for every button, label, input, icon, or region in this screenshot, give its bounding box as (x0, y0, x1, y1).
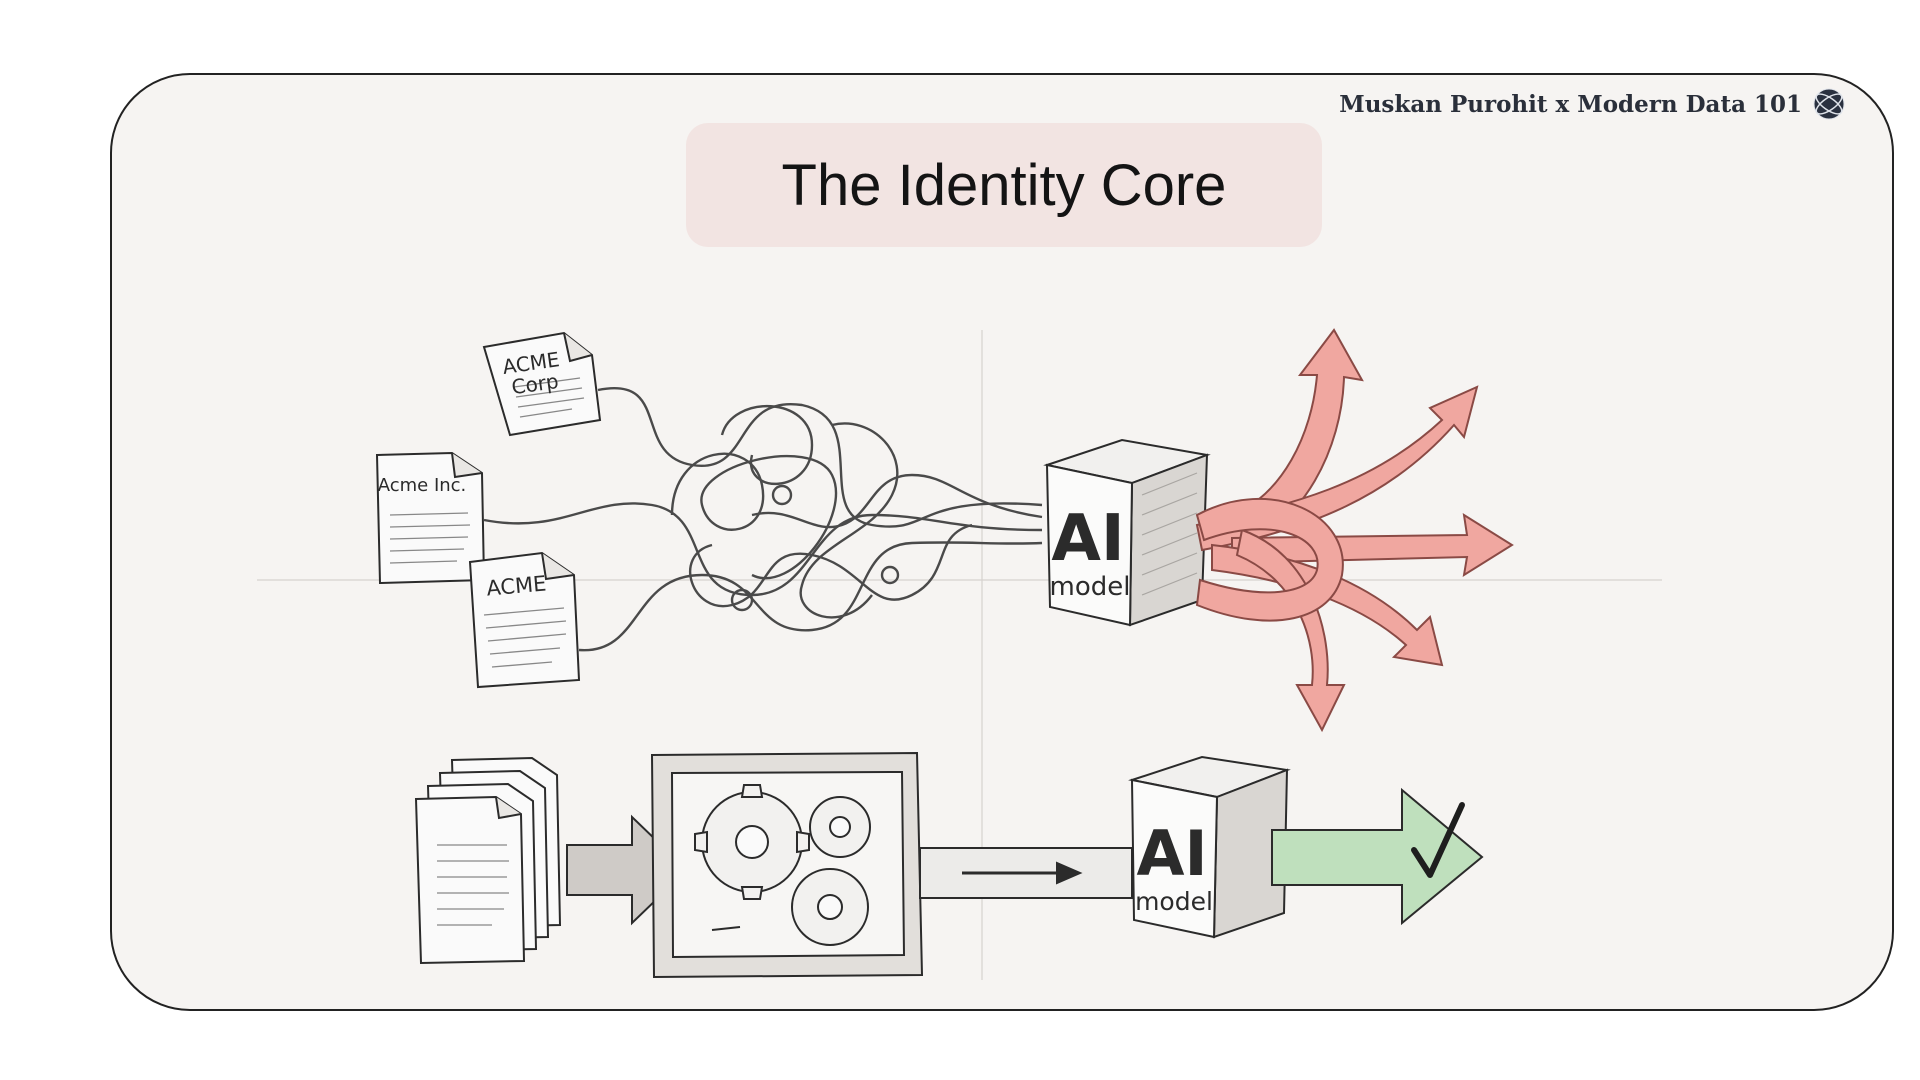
document-acme-inc-label: Acme Inc. (378, 475, 467, 496)
document-stack (414, 756, 562, 965)
red-arrow-down (1235, 528, 1346, 733)
gear-medium (791, 868, 869, 946)
branding: Muskan Purohit x Modern Data 101 (1339, 87, 1846, 121)
ai-model-top-big: AI (1051, 502, 1124, 576)
processing-gear-box (650, 751, 924, 979)
ai-model-bottom-big: AI (1136, 817, 1207, 890)
title-box: The Identity Core (686, 123, 1322, 247)
document-acme: ACME (468, 551, 581, 689)
bottom-flow: AI model (414, 751, 1484, 979)
tangled-wires (483, 387, 1043, 652)
ai-model-cube-bottom: AI model (1128, 755, 1291, 939)
identity-core-diagram: ACME Corp Acme Inc. ACME (257, 328, 1662, 980)
globe-logo-icon (1813, 88, 1845, 120)
top-flow: ACME Corp Acme Inc. ACME (375, 328, 1514, 733)
clean-pipe (919, 847, 1133, 899)
checkmark-icon (1411, 802, 1465, 878)
ai-model-cube-top: AI model (1043, 438, 1211, 627)
ai-model-top-small: model (1050, 572, 1131, 602)
document-acme-label: ACME (485, 571, 547, 600)
ai-model-bottom-small: model (1135, 887, 1213, 916)
slide-frame: Muskan Purohit x Modern Data 101 The Ide… (110, 73, 1894, 1011)
scattered-output-arrows (1195, 328, 1514, 733)
document-acme-corp: ACME Corp (482, 331, 602, 437)
page-title: The Identity Core (781, 152, 1227, 218)
red-arrow-loop (1195, 498, 1344, 622)
branding-text: Muskan Purohit x Modern Data 101 (1339, 90, 1802, 118)
gear-small (809, 796, 871, 858)
success-output-arrow (1271, 787, 1484, 926)
gear-large (694, 784, 810, 900)
document-acme-inc: Acme Inc. (375, 451, 486, 585)
